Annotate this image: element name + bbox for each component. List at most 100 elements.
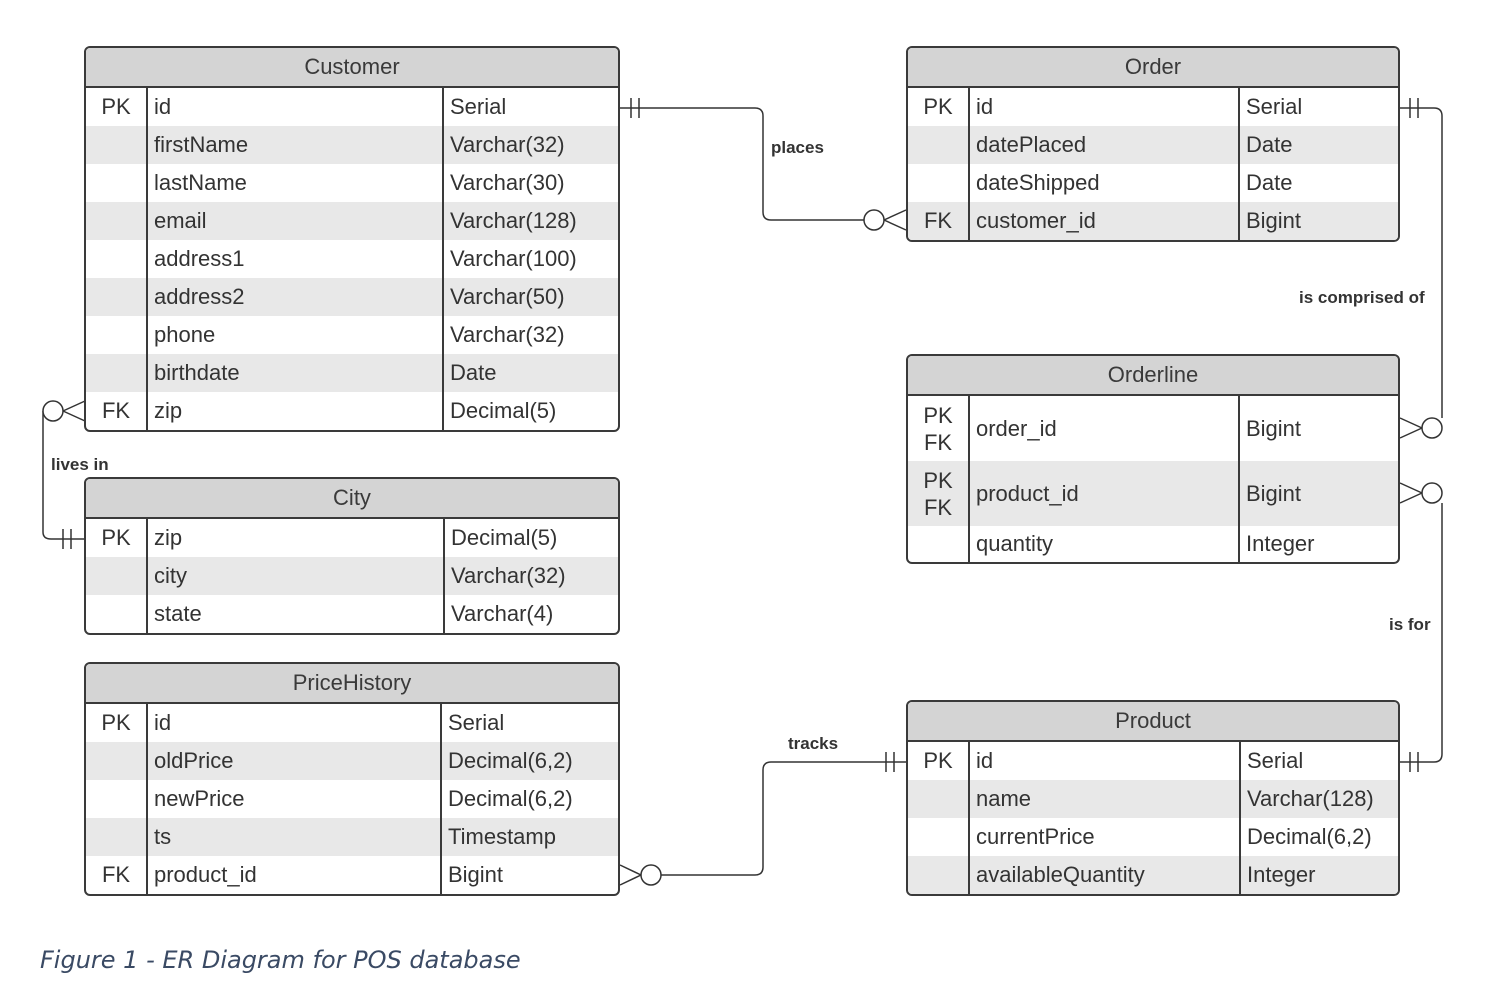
table-row: quantity Integer (908, 526, 1398, 562)
key-cell: PK (86, 88, 148, 126)
entity-orderline-rows: PK FK order_id Bigint PK FK product_id B… (908, 396, 1398, 562)
table-row: FK product_id Bigint (86, 856, 618, 894)
key-fk-label: FK (923, 429, 953, 455)
table-row: FK customer_id Bigint (908, 202, 1398, 240)
key-cell: FK (908, 202, 970, 240)
column-name: id (148, 88, 444, 126)
key-cell: PK (908, 88, 970, 126)
entity-city-title: City (86, 479, 618, 519)
column-type: Decimal(5) (451, 525, 558, 550)
column-name: id (970, 88, 1240, 126)
key-fk-label: FK (923, 494, 953, 520)
relationship-label-places: places (771, 138, 824, 157)
table-row: lastName Varchar(30) (86, 164, 618, 202)
column-name: birthdate (148, 354, 444, 392)
column-name: address2 (148, 278, 444, 316)
table-row: datePlaced Date (908, 126, 1398, 164)
key-cell (86, 818, 148, 856)
table-row: state Varchar(4) (86, 595, 618, 633)
key-cell: FK (86, 856, 148, 894)
table-row: address2 Varchar(50) (86, 278, 618, 316)
column-name: lastName (148, 164, 444, 202)
table-row: birthdate Date (86, 354, 618, 392)
column-name: customer_id (970, 202, 1240, 240)
entity-product-rows: PK id Serial name Varchar(128) currentPr… (908, 742, 1398, 894)
column-type: Decimal(5) (450, 398, 557, 423)
key-cell (86, 354, 148, 392)
column-name: name (970, 780, 1241, 818)
key-cell (908, 164, 970, 202)
entity-product-title: Product (908, 702, 1398, 742)
key-cell: PK (86, 704, 148, 742)
key-cell (908, 526, 970, 562)
relationship-label-tracks: tracks (788, 734, 839, 753)
column-type: Bigint (1246, 208, 1302, 233)
table-row: dateShipped Date (908, 164, 1398, 202)
key-cell (908, 818, 970, 856)
table-row: availableQuantity Integer (908, 856, 1398, 894)
relationship-label-is-comprised-of: is comprised of (1299, 288, 1425, 307)
column-type: Serial (450, 94, 507, 119)
column-name: availableQuantity (970, 856, 1241, 894)
column-type: Decimal(6,2) (448, 786, 573, 811)
key-cell: FK (86, 392, 148, 430)
column-type: Serial (1247, 748, 1304, 773)
entity-city: City PK zip Decimal(5) city Varchar(32) … (84, 477, 620, 635)
table-row: PK zip Decimal(5) (86, 519, 618, 557)
relationship-is-for-line (1399, 482, 1443, 772)
table-row: PK id Serial (908, 88, 1398, 126)
key-pk-label: PK (923, 402, 953, 428)
table-row: email Varchar(128) (86, 202, 618, 240)
column-name: ts (148, 818, 442, 856)
key-cell (86, 742, 148, 780)
relationship-is-comprised-of-line (1399, 98, 1443, 439)
relationship-lives-in-line (42, 400, 86, 549)
entity-order: Order PK id Serial datePlaced Date dateS… (906, 46, 1400, 242)
table-row: newPrice Decimal(6,2) (86, 780, 618, 818)
column-type: Varchar(30) (450, 170, 565, 195)
key-cell (908, 856, 970, 894)
column-type: Decimal(6,2) (1247, 824, 1372, 849)
column-type: Serial (1246, 94, 1303, 119)
column-name: email (148, 202, 444, 240)
key-cell: PK FK (908, 461, 970, 526)
entity-order-rows: PK id Serial datePlaced Date dateShipped… (908, 88, 1398, 240)
entity-product: Product PK id Serial name Varchar(128) c… (906, 700, 1400, 896)
entity-customer-rows: PK id Serial firstName Varchar(32) lastN… (86, 88, 618, 430)
entity-city-rows: PK zip Decimal(5) city Varchar(32) state… (86, 519, 618, 633)
table-row: oldPrice Decimal(6,2) (86, 742, 618, 780)
column-name: zip (148, 392, 444, 430)
key-cell (908, 780, 970, 818)
column-type: Varchar(50) (450, 284, 565, 309)
column-name: id (970, 742, 1241, 780)
column-type: Integer (1246, 531, 1315, 556)
table-row: PK FK product_id Bigint (908, 461, 1398, 526)
column-type: Bigint (1246, 415, 1302, 441)
table-row: name Varchar(128) (908, 780, 1398, 818)
key-cell (86, 595, 148, 633)
key-pk-label: PK (923, 467, 953, 493)
column-type: Bigint (448, 862, 504, 887)
column-name: zip (148, 519, 445, 557)
table-row: PK id Serial (908, 742, 1398, 780)
column-type: Varchar(100) (450, 246, 577, 271)
column-type: Integer (1247, 862, 1316, 887)
column-type: Date (1246, 132, 1293, 157)
column-type: Varchar(32) (451, 563, 566, 588)
relationship-label-lives-in: lives in (51, 455, 109, 474)
entity-customer: Customer PK id Serial firstName Varchar(… (84, 46, 620, 432)
key-cell (86, 278, 148, 316)
key-cell (908, 126, 970, 164)
column-name: datePlaced (970, 126, 1240, 164)
key-cell: PK (86, 519, 148, 557)
column-name: firstName (148, 126, 444, 164)
column-type: Decimal(6,2) (448, 748, 573, 773)
key-cell (86, 164, 148, 202)
relationship-tracks-line (619, 752, 906, 886)
key-cell (86, 240, 148, 278)
figure-caption: Figure 1 - ER Diagram for POS database (40, 946, 521, 974)
column-type: Serial (448, 710, 505, 735)
table-row: FK zip Decimal(5) (86, 392, 618, 430)
column-type: Date (1246, 170, 1293, 195)
